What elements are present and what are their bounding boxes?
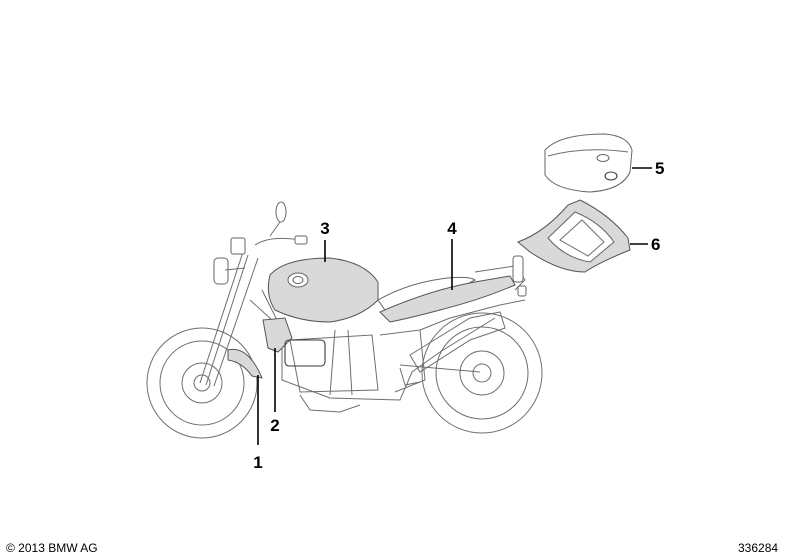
front-fender: [227, 348, 263, 379]
leader-lines: [257, 167, 652, 445]
top-case-carrier: [517, 199, 631, 273]
callout-3: 3: [320, 219, 329, 238]
handlebar: [254, 201, 308, 246]
rear-frame-cover: [379, 275, 516, 323]
motorcycle-drawing: [146, 201, 543, 439]
headlight: [213, 237, 246, 285]
callout-6: 6: [651, 235, 660, 254]
top-case: [544, 133, 633, 193]
callout-4: 4: [447, 219, 457, 238]
callout-2: 2: [270, 416, 279, 435]
front-fork: [199, 251, 259, 387]
tail-section: [474, 255, 527, 297]
copyright-notice: © 2013 BMW AG: [6, 541, 98, 555]
callouts: 1 2 3 4 5 6: [253, 159, 664, 472]
exhaust: [409, 311, 506, 373]
front-wheel: [146, 327, 258, 439]
diagram-reference-number: 336284: [738, 541, 779, 555]
rear-wheel: [421, 312, 543, 434]
oil-cooler: [284, 339, 326, 367]
fuel-tank: [267, 257, 379, 323]
callout-5: 5: [655, 159, 664, 178]
callout-1: 1: [253, 453, 262, 472]
side-panel: [262, 317, 293, 353]
